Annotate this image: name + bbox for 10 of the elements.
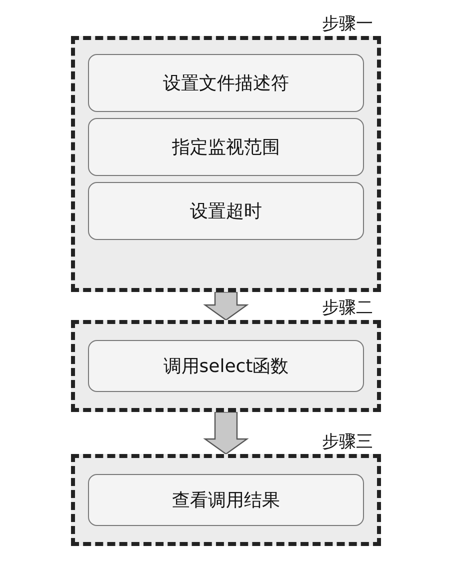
step-heading: 步骤二 bbox=[322, 298, 373, 318]
arrow bbox=[203, 411, 249, 455]
step-heading: 步骤三 bbox=[322, 432, 373, 452]
step-heading: 步骤一 bbox=[322, 14, 373, 34]
process-box: 查看调用结果 bbox=[88, 474, 364, 526]
arrow bbox=[203, 291, 249, 321]
process-box: 设置超时 bbox=[88, 182, 364, 240]
process-box: 指定监视范围 bbox=[88, 118, 364, 176]
process-box: 设置文件描述符 bbox=[88, 54, 364, 112]
process-box: 调用select函数 bbox=[88, 340, 364, 392]
